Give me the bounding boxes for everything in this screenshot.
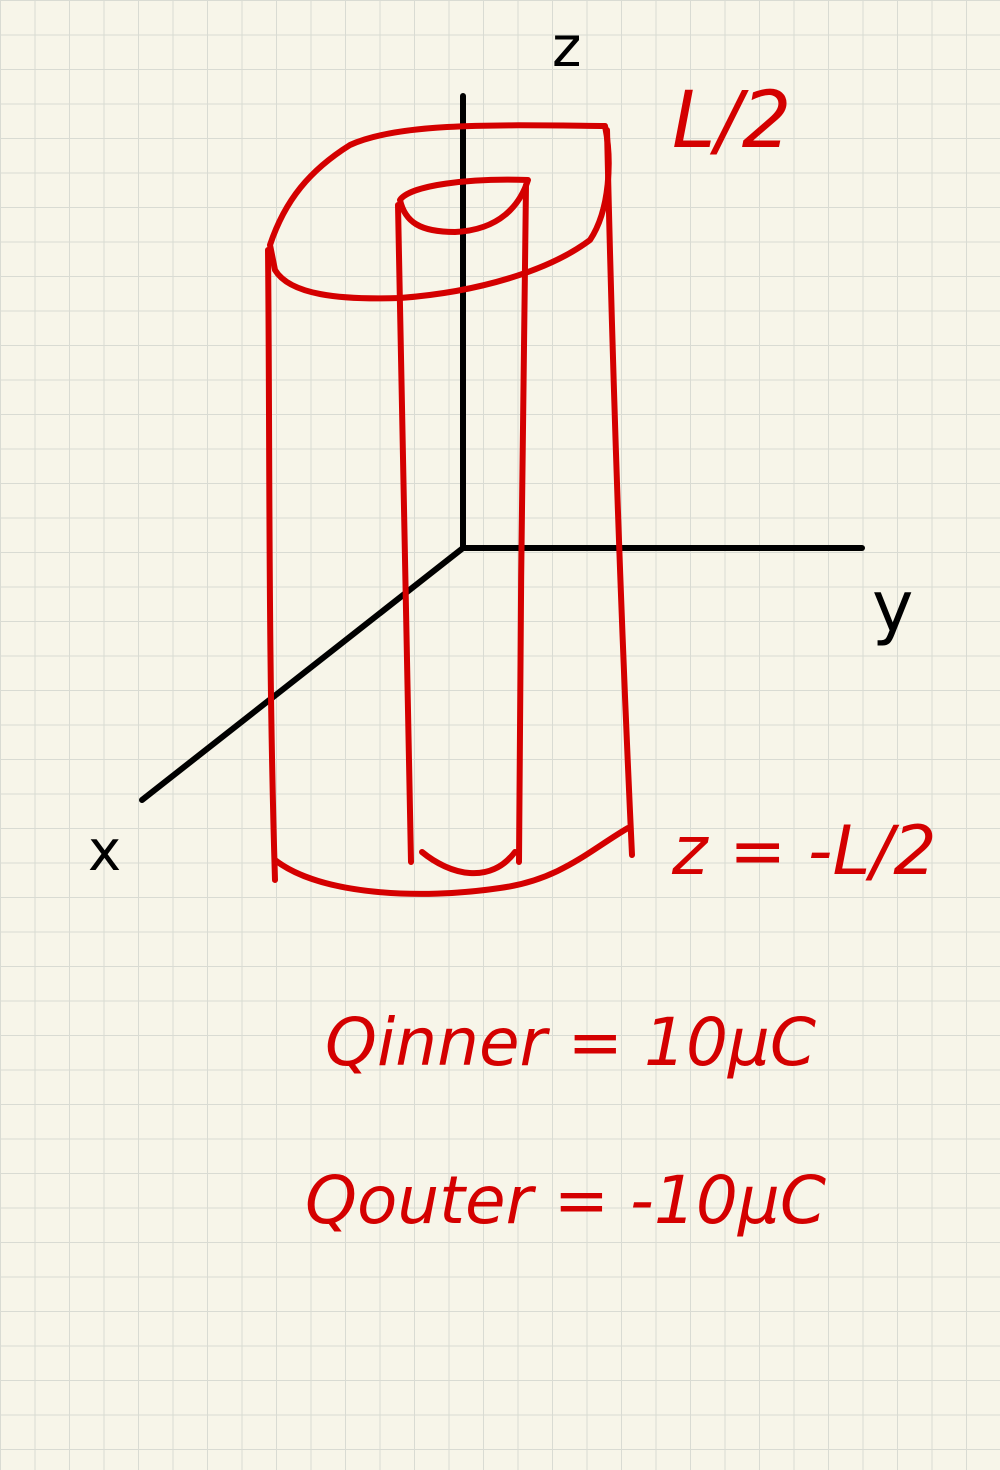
bottom-length-label: z = -L/2 [672, 812, 937, 891]
outer-cylinder-left-wall [265, 247, 278, 883]
z-axis-label: z [552, 15, 582, 80]
outer-cylinder-right-wall [604, 127, 635, 858]
inner-cylinder [395, 176, 531, 877]
y-axis-label: y [872, 566, 914, 648]
x-axis [139, 545, 466, 803]
outer-bottom-ellipse [272, 825, 631, 897]
outer-charge-label: Qouter = -10μC [305, 1162, 826, 1239]
inner-top-ellipse [397, 176, 531, 235]
outer-top-ellipse [267, 122, 612, 302]
coordinate-axes [139, 93, 865, 803]
top-length-label: L/2 [672, 76, 792, 166]
inner-bottom-arc [419, 849, 518, 877]
inner-charge-label: Qinner = 10μC [325, 1004, 817, 1081]
inner-cylinder-right-wall [516, 182, 529, 865]
inner-cylinder-left-wall [395, 202, 414, 865]
outer-cylinder [265, 122, 635, 897]
x-axis-label: x [88, 819, 122, 884]
